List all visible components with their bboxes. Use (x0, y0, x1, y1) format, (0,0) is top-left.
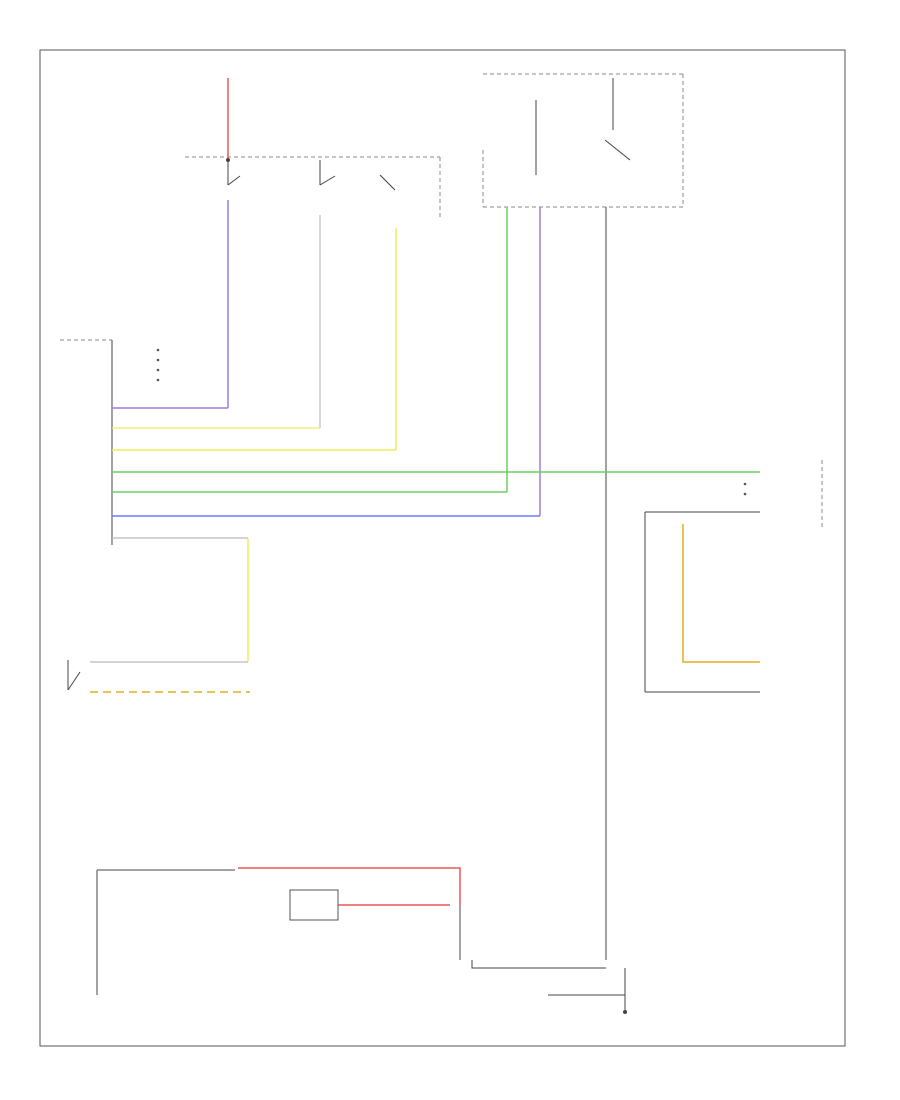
central-module-connector (60, 339, 160, 545)
relay-contact (604, 139, 631, 161)
wire-orange-ecm-to-clutch-sensor (682, 524, 760, 663)
ground-point (623, 1010, 627, 1014)
immobiliser-box (289, 889, 339, 921)
fuse-relay-box (482, 73, 684, 208)
starter-circuit (96, 867, 627, 1014)
switch-blade-2 (319, 175, 336, 186)
engine-control-module (644, 460, 823, 692)
clutch-switch-blade (67, 671, 81, 691)
wire-red-battery-to-starter (238, 867, 461, 905)
clutch-switch (67, 660, 81, 691)
switch-blade-3 (379, 174, 396, 191)
wire-black-starter-return (471, 960, 606, 969)
ignition-switch-section (185, 78, 441, 218)
diagram-frame (39, 49, 846, 1047)
switch-blade-1 (227, 175, 241, 186)
